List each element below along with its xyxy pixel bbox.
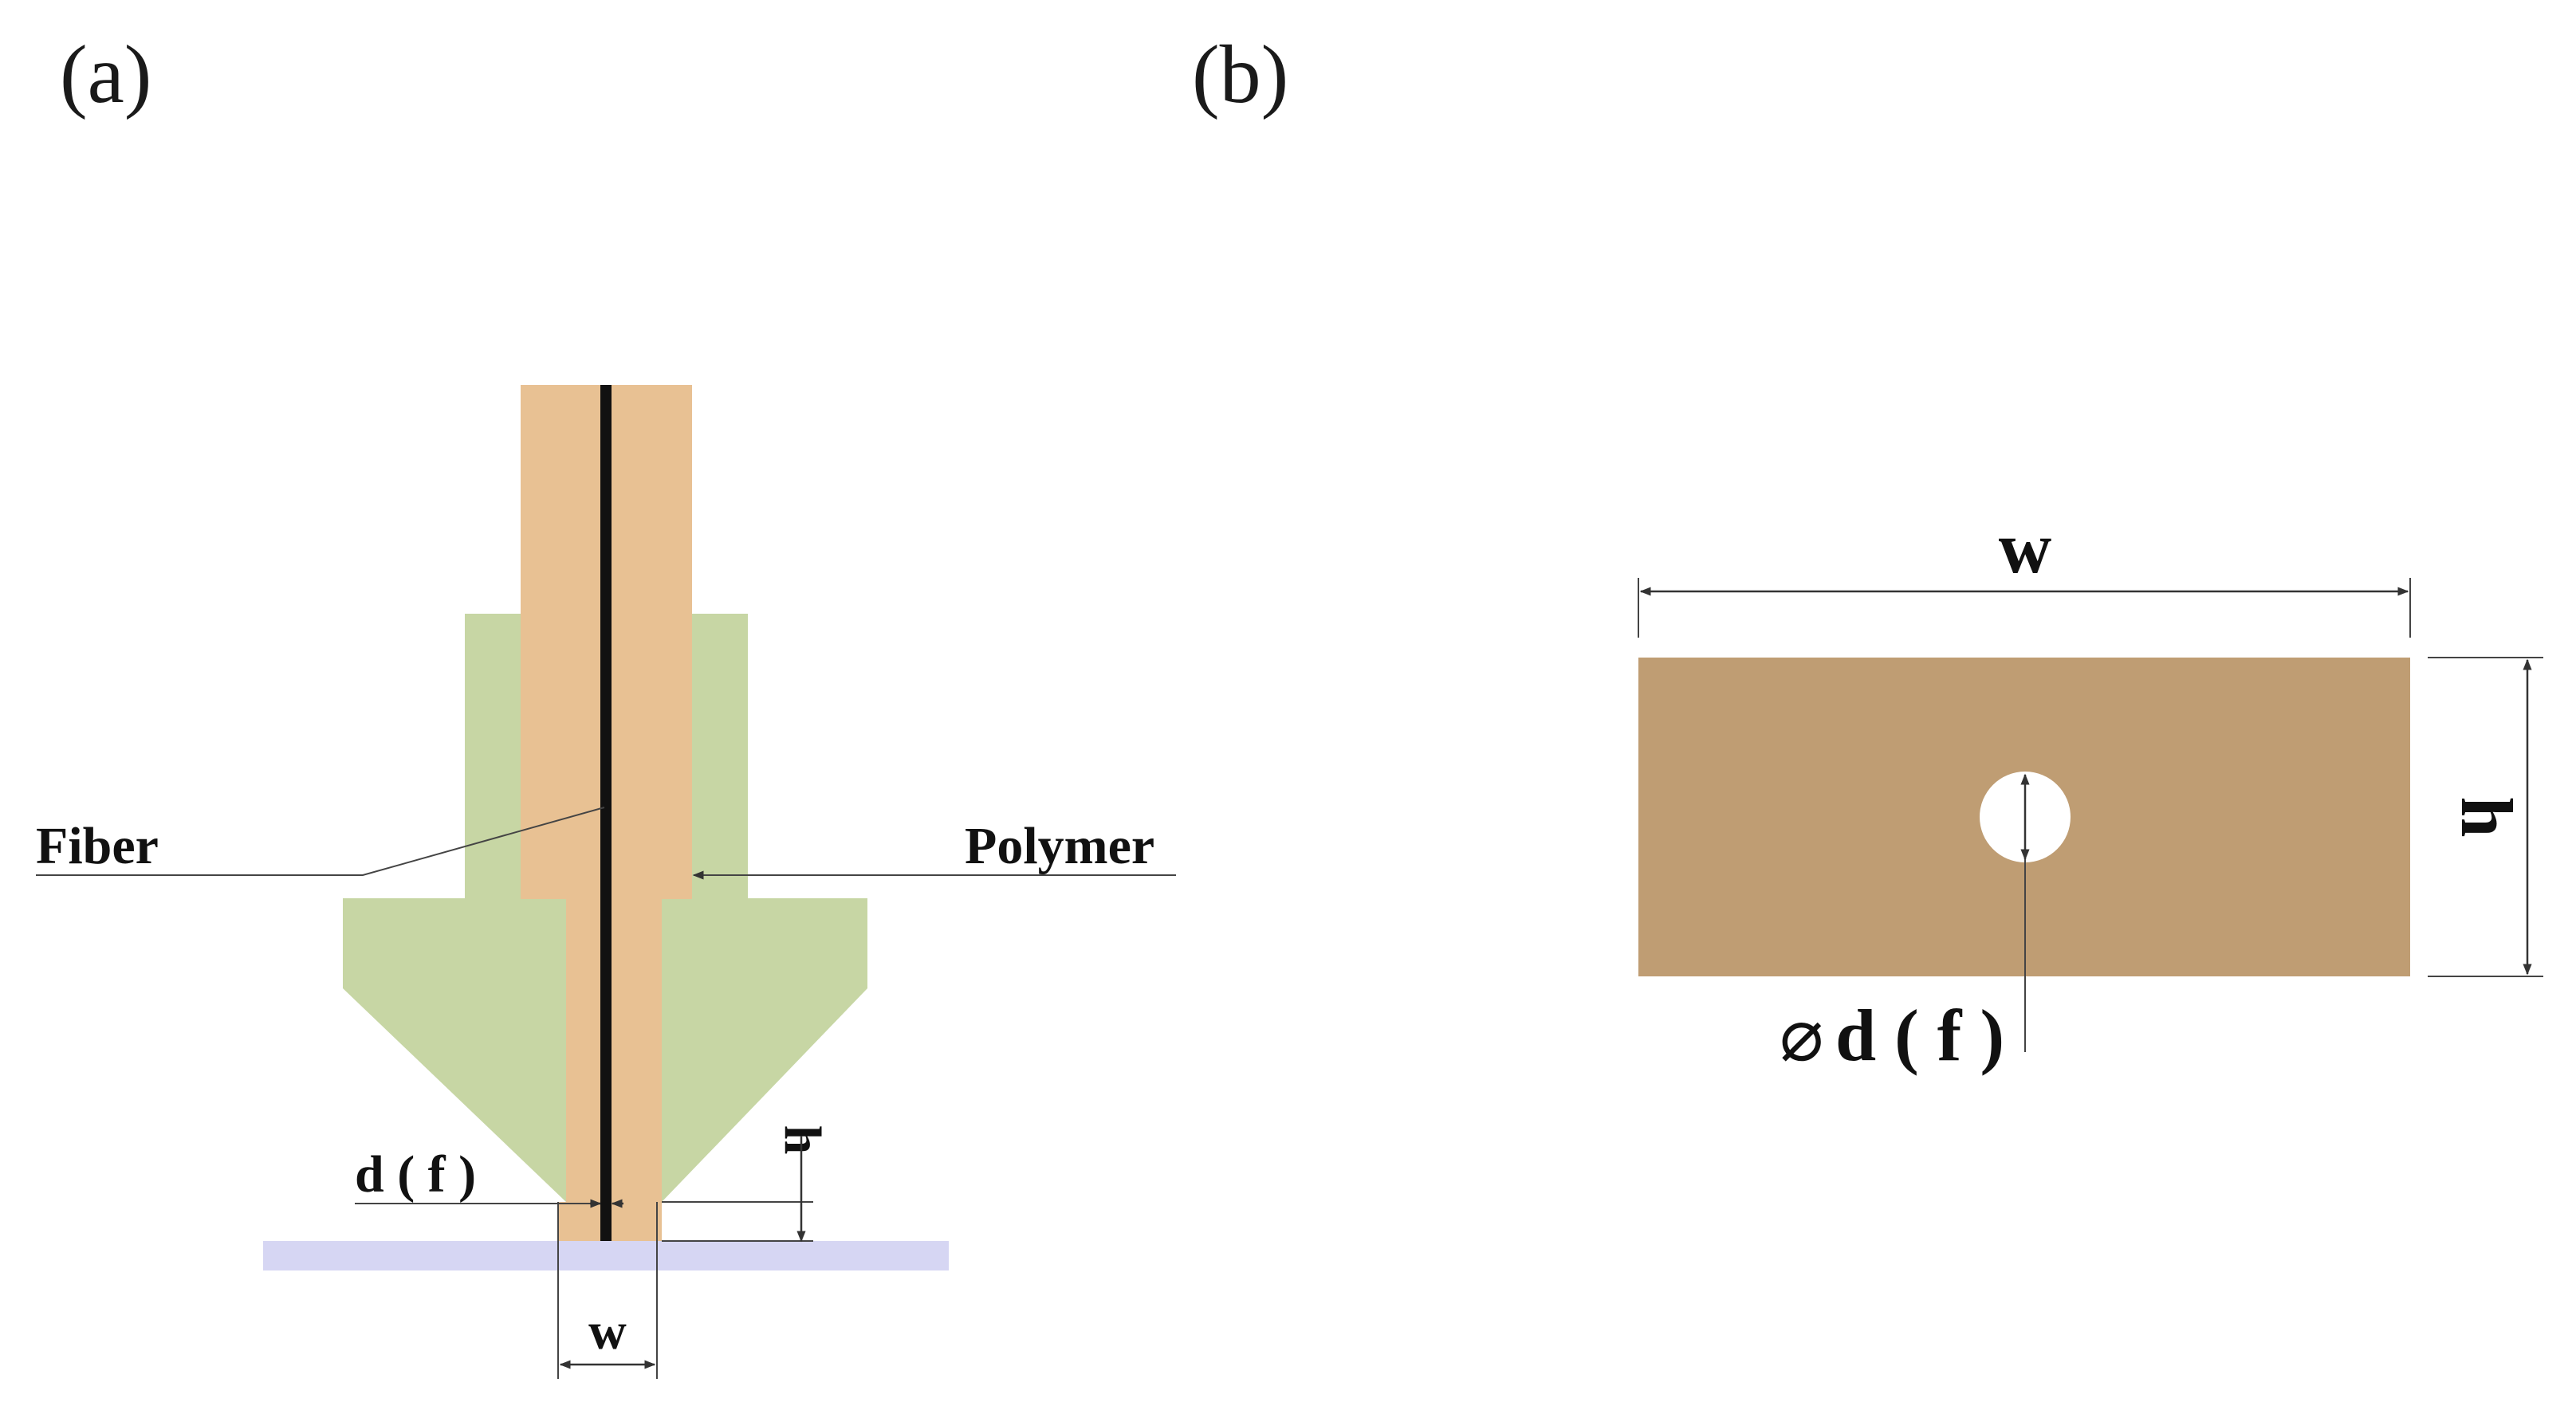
fiber-label: Fiber — [36, 817, 159, 875]
bead-width-label: w — [588, 1302, 627, 1361]
panel-b-label: (b) — [1192, 29, 1288, 120]
fiber-hole-diameter-label: d ( f ) — [1835, 995, 2004, 1076]
polymer-label: Polymer — [965, 817, 1154, 875]
fiber-strand — [600, 385, 612, 1241]
substrate — [263, 1241, 949, 1270]
fiber-diameter-label: d ( f ) — [355, 1145, 476, 1204]
section-height-label: h — [2446, 796, 2527, 837]
section-width-label: w — [1999, 507, 2051, 588]
panel-b: (b) ⌀ d ( f ) w h — [1192, 29, 2543, 1076]
fiber-leader-line — [36, 807, 605, 876]
layer-height-label: h — [773, 1125, 832, 1155]
fiber-hole-diameter-symbol: ⌀ — [1780, 995, 1823, 1076]
panel-a: (a) Fiber Polymer d ( f ) h w — [36, 29, 1176, 1379]
panel-a-label: (a) — [60, 29, 151, 120]
polymer-lower-column — [566, 898, 662, 1241]
